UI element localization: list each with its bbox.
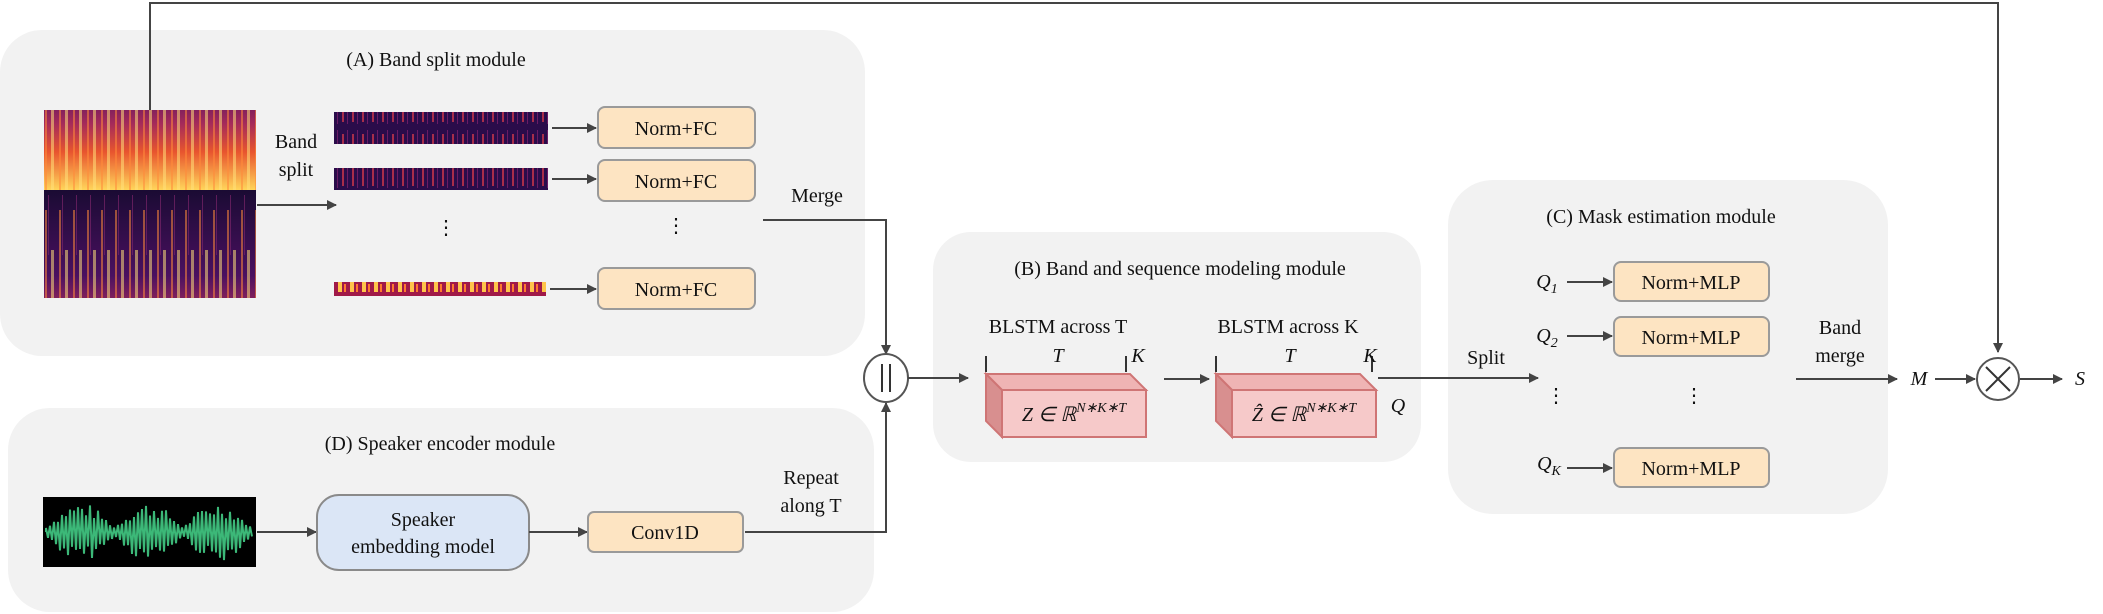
- norm-fc-label-2: Norm+FC: [635, 171, 717, 193]
- speaker-embedding-model-box: [316, 494, 530, 571]
- skip-connection-line: [149, 2, 2003, 353]
- norm-mlp-box-k: [1613, 447, 1770, 488]
- merge-label: Merge: [791, 185, 843, 207]
- blstm-across-t-label: BLSTM across T: [989, 316, 1128, 338]
- arrow-merge-to-concat: [763, 219, 891, 355]
- norm-mlp-ellipsis: ⋮: [1684, 385, 1704, 407]
- output-s-label: S: [2075, 368, 2085, 390]
- zhat-t-dim-label: T: [1284, 345, 1297, 367]
- norm-mlp-box-2: [1613, 316, 1770, 357]
- mask-m-label: M: [1910, 368, 1929, 390]
- band-merge-label-line1: Band: [1819, 317, 1861, 339]
- q1-label: Q1: [1536, 271, 1557, 297]
- norm-fc-ellipsis: ⋮: [666, 215, 686, 237]
- norm-fc-box-2: [597, 159, 756, 202]
- norm-mlp-box-1: [1613, 261, 1770, 302]
- repeat-label-line1: Repeat: [783, 467, 839, 489]
- z-t-dim-label: T: [1052, 345, 1065, 367]
- norm-fc-box-1: [597, 106, 756, 149]
- conv1d-box: [587, 511, 744, 553]
- z-k-dim-label: K: [1130, 345, 1146, 367]
- norm-mlp-label-k: Norm+MLP: [1641, 458, 1740, 480]
- band-split-title: (A) Band split module: [346, 49, 526, 71]
- band-split-label-line1: Band: [275, 131, 317, 153]
- band-sequence-title: (B) Band and sequence modeling module: [1014, 258, 1346, 280]
- input-spectrogram: [44, 110, 256, 298]
- z-tensor: [1001, 389, 1147, 438]
- zhat-tensor: [1231, 389, 1377, 438]
- arrow-repeat-to-concat: [745, 402, 891, 533]
- speaker-waveform: [45, 505, 253, 561]
- speaker-encoder-title: (D) Speaker encoder module: [325, 433, 556, 455]
- sub-band-spectrogram-k: [334, 282, 546, 296]
- zhat-tensor-label: Ẑ ∈ ℝN∗K∗T: [1252, 401, 1358, 426]
- speaker-embedding-label-line1: Speaker: [391, 509, 456, 531]
- norm-fc-box-k: [597, 267, 756, 310]
- q2-label: Q2: [1536, 325, 1557, 351]
- speaker-embedding-label-line2: embedding model: [351, 536, 495, 558]
- sub-band-ellipsis: ⋮: [436, 217, 456, 239]
- zhat-k-dim-label: K: [1362, 345, 1378, 367]
- split-label: Split: [1467, 347, 1505, 369]
- q-ellipsis: ⋮: [1546, 385, 1566, 407]
- qk-label: QK: [1537, 453, 1561, 479]
- norm-mlp-label-1: Norm+MLP: [1641, 272, 1740, 294]
- concat-operator: [863, 353, 909, 403]
- zhat-tensor-top: [1213, 373, 1379, 391]
- q-output-label: Q: [1391, 395, 1406, 417]
- sub-band-spectrogram-2: [334, 168, 548, 190]
- repeat-label-line2: along T: [780, 495, 841, 517]
- norm-fc-label-k: Norm+FC: [635, 279, 717, 301]
- norm-fc-label-1: Norm+FC: [635, 118, 717, 140]
- z-tensor-label: Z ∈ ℝN∗K∗T: [1022, 401, 1128, 426]
- band-merge-label-line2: merge: [1815, 345, 1865, 367]
- z-tensor-top: [983, 373, 1149, 391]
- band-split-label-line2: split: [279, 159, 314, 181]
- mask-estimation-title: (C) Mask estimation module: [1546, 206, 1776, 228]
- conv1d-label: Conv1D: [631, 522, 699, 544]
- sub-band-spectrogram-1: [334, 112, 548, 144]
- blstm-across-k-label: BLSTM across K: [1217, 316, 1359, 338]
- norm-mlp-label-2: Norm+MLP: [1641, 327, 1740, 349]
- multiply-cross-b: [1985, 366, 2011, 392]
